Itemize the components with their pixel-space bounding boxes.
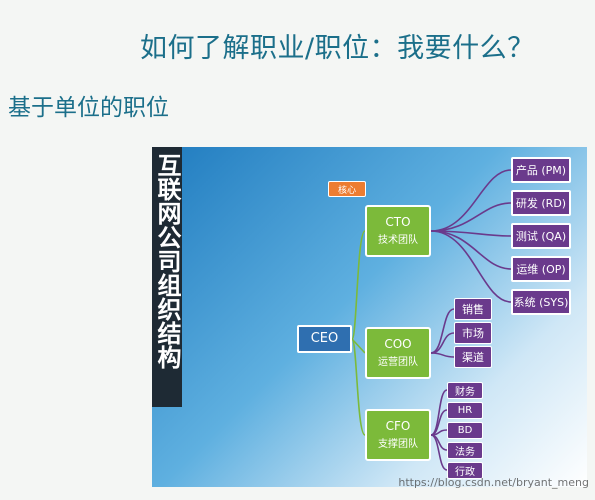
support-box-hr: HR [447, 402, 483, 419]
cfo-team-label: 支撑团队 [378, 439, 418, 451]
cfo-team-box: CFO 支撑团队 [365, 409, 431, 461]
connector-cto-pm [430, 169, 512, 232]
connector-coo-sales [430, 308, 455, 354]
core-badge: 核心 [328, 181, 366, 197]
connector-cto-rd [430, 202, 512, 232]
support-box-admin: 行政 [447, 462, 483, 479]
role-box-sys: 系统 (SYS) [511, 289, 571, 315]
support-box-bd: BD [447, 422, 483, 439]
ceo-box: CEO [297, 325, 352, 353]
role-box-pm: 产品 (PM) [511, 157, 571, 183]
connector-ceo-cfo [351, 338, 366, 436]
org-chart-diagram: 互联网公司组织结构 CEO 核心 CTO 技术团队 COO [152, 147, 587, 487]
slide-subtitle: 基于单位的职位 [8, 95, 169, 121]
connector-cfo-legal [430, 434, 448, 451]
ops-box-market: 市场 [454, 322, 492, 344]
cfo-label: CFO [385, 418, 411, 433]
ops-box-channel: 渠道 [454, 346, 492, 368]
coo-team-label: 运营团队 [378, 357, 418, 369]
connector-ceo-cto [351, 230, 366, 340]
cto-team-box: CTO 技术团队 [365, 205, 431, 257]
connector-coo-market [430, 332, 455, 354]
connector-cfo-admin [430, 434, 448, 471]
org-chart-vertical-title: 互联网公司组织结构 [152, 147, 182, 407]
connector-cfo-finance [430, 389, 448, 436]
coo-label: COO [384, 336, 412, 351]
cto-team-label: 技术团队 [378, 235, 418, 247]
watermark-url: https://blog.csdn.net/bryant_meng [398, 476, 589, 489]
ops-box-sales: 销售 [454, 298, 492, 320]
role-box-qa: 测试 (QA) [511, 223, 571, 249]
connector-ceo-coo [351, 338, 366, 354]
support-box-finance: 财务 [447, 382, 483, 399]
cto-label: CTO [385, 214, 411, 229]
connector-coo-channel [430, 352, 455, 358]
slide-title: 如何了解职业/职位：我要什么？ [140, 33, 535, 64]
connector-cto-sys [430, 230, 512, 303]
role-box-rd: 研发 (RD) [511, 190, 571, 216]
support-box-legal: 法务 [447, 442, 483, 459]
connector-cto-op [430, 230, 512, 270]
org-chart-connectors [351, 169, 512, 471]
coo-team-box: COO 运营团队 [365, 327, 431, 379]
role-box-op: 运维 (OP) [511, 256, 571, 282]
connector-cto-qa [430, 230, 512, 237]
